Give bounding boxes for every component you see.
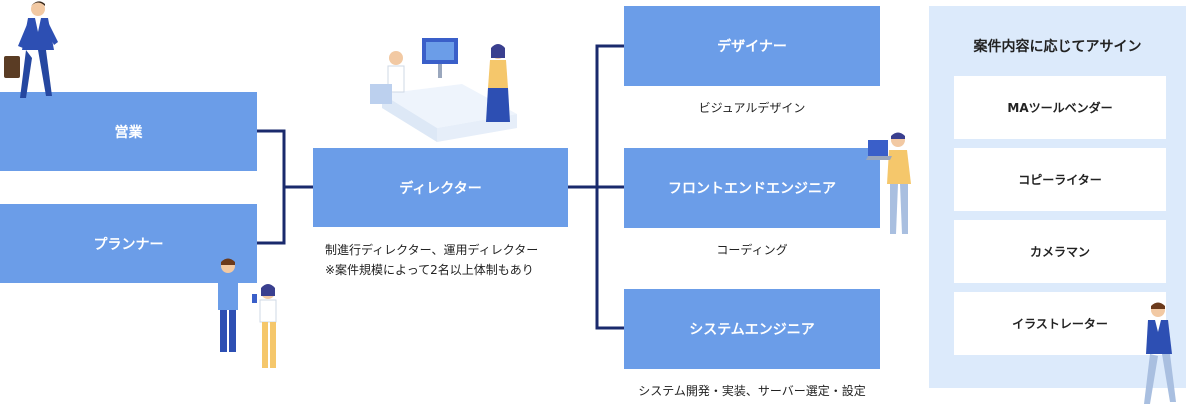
office-desk-illustration [370,38,517,142]
director-label: ディレクター [399,180,482,197]
designer-label: デザイナー [717,39,787,55]
assign-item-label: コピーライター [1018,173,1102,187]
designer-caption: ビジュアルデザイン [698,101,806,115]
assign-item-ma-vendor: MAツールベンダー [954,76,1166,139]
assign-panel-title: 案件内容に応じてアサイン [973,39,1142,55]
system-caption: システム開発・実装、サーバー選定・設定 [638,384,866,398]
director-caption-line2: ※案件規模によって2名以上体制もあり [325,263,534,277]
director-caption: 制進行ディレクター、運用ディレクター ※案件規模によって2名以上体制もあり [325,240,585,280]
sales-box: 営業 [0,92,257,171]
sales-label: 営業 [114,124,143,141]
assign-item-label: MAツールベンダー [1007,101,1113,115]
frontend-box: フロントエンドエンジニア [624,148,880,228]
director-caption-line1: 制進行ディレクター、運用ディレクター [325,243,539,257]
planner-box: プランナー [0,204,257,283]
left-bracket-line [257,129,286,245]
assign-item-copywriter: コピーライター [954,148,1166,211]
assign-panel: 案件内容に応じてアサイン MAツールベンダー コピーライター カメラマン イラス… [929,6,1186,388]
assign-item-illustrator: イラストレーター [954,292,1166,355]
frontend-caption: コーディング [716,243,788,257]
assign-item-label: イラストレーター [1012,317,1108,331]
people-phone-illustration [218,258,277,368]
assign-item-cameraman: カメラマン [954,220,1166,283]
engineer-laptop-illustration [866,132,911,234]
planner-label: プランナー [93,236,164,253]
businessman-walking-illustration [4,1,58,98]
system-label: システムエンジニア [689,322,815,338]
designer-box: デザイナー [624,6,880,86]
director-box: ディレクター [313,148,568,227]
frontend-label: フロントエンドエンジニア [668,181,836,197]
assign-item-label: カメラマン [1029,245,1090,259]
system-box: システムエンジニア [624,289,880,369]
man-walking-illustration [1144,302,1176,404]
